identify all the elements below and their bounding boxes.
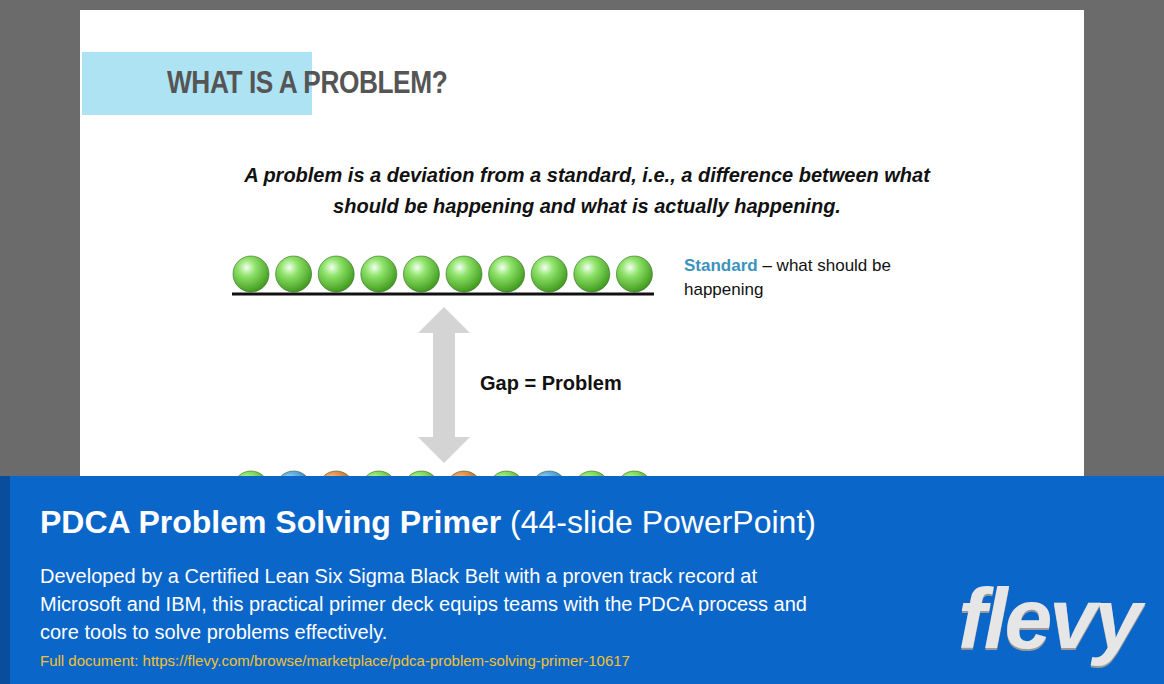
definition-quote: A problem is a deviation from a standard… (212, 160, 962, 222)
standard-line (232, 293, 654, 296)
banner-link: Full document: https://flevy.com/browse/… (40, 652, 630, 669)
standard-term: Standard (684, 256, 758, 275)
banner-subtitle: (44-slide PowerPoint) (510, 504, 816, 540)
banner-description: Developed by a Certified Lean Six Sigma … (40, 562, 820, 646)
ball (489, 256, 525, 292)
banner-heading: PDCA Problem Solving Primer (44-slide Po… (40, 502, 816, 542)
brand-logo: flevy (958, 568, 1139, 668)
banner-title: PDCA Problem Solving Primer (40, 504, 501, 540)
slide-ground (80, 10, 1084, 490)
slide-title: WHAT IS A PROBLEM? (167, 64, 447, 101)
ball (403, 256, 439, 292)
ball (531, 256, 567, 292)
standard-balls (233, 256, 652, 292)
gap-arrow (418, 307, 470, 463)
ball (616, 256, 652, 292)
ball (574, 256, 610, 292)
ball (446, 256, 482, 292)
gap-label: Gap = Problem (480, 372, 622, 395)
ball (318, 256, 354, 292)
ball (276, 256, 312, 292)
ball (233, 256, 269, 292)
ball (361, 256, 397, 292)
standard-note: Standard – what should be happening (684, 254, 924, 302)
